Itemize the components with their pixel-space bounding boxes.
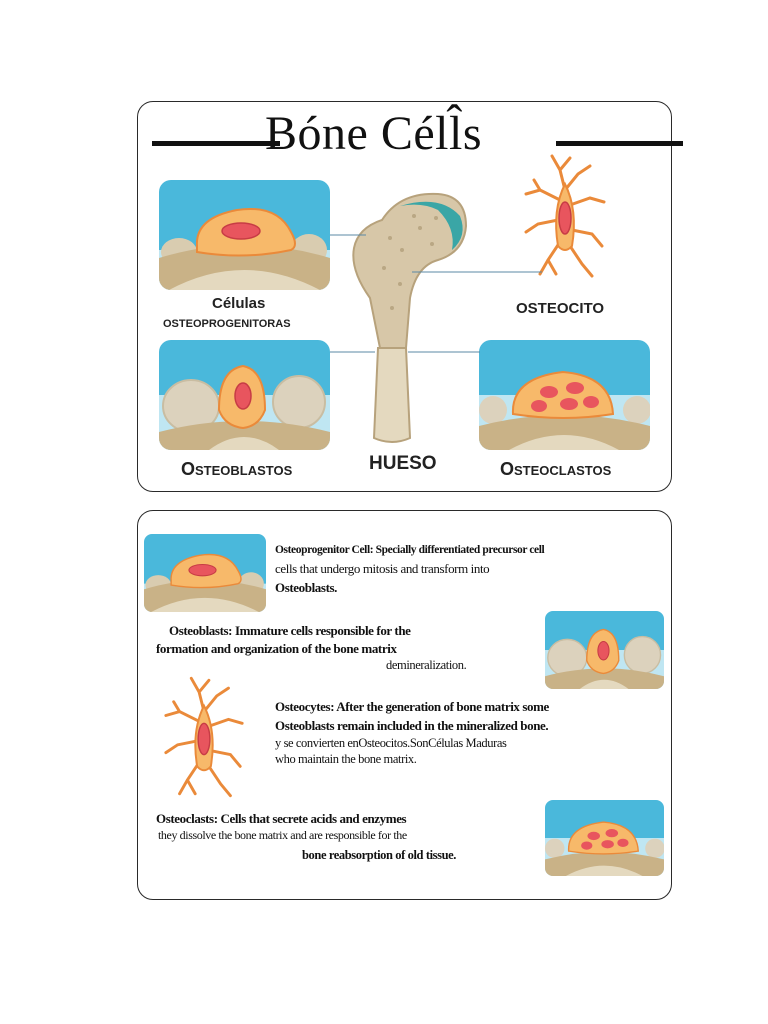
osteoblast-thumbnail (545, 611, 664, 689)
osteoblast-desc-line2: formation and organization of the bone m… (156, 641, 397, 656)
label-osteoclasts: Osteoclastos (500, 459, 612, 479)
osteoclast-illustration (479, 340, 650, 450)
osteoblast-desc-line1: Osteoblasts: Immature cells responsible … (169, 623, 411, 638)
label-progenitor-line1: Células (212, 295, 266, 312)
label-bone: HUESO (369, 453, 437, 474)
osteocyte-desc-line4: who maintain the bone matrix. (275, 752, 417, 766)
progenitor-desc-line3: Osteoblasts. (275, 580, 338, 595)
osteoblast-illustration (159, 340, 330, 450)
osteoprogenitor-illustration (159, 180, 330, 290)
osteoclast-desc-line2: they dissolve the bone matrix and are re… (158, 828, 407, 842)
label-osteocyte: OSTEOCITO (516, 300, 605, 317)
osteoclast-desc-line1: Osteoclasts: Cells that secrete acids an… (156, 811, 407, 826)
title-dash-right (556, 141, 683, 146)
osteoclast-thumbnail (545, 800, 664, 876)
osteoclast-desc-line3: bone reabsorption of old tissue. (302, 848, 457, 862)
bone-illustration (340, 188, 470, 446)
progenitor-desc-line2: cells that undergo mitosis and transform… (275, 561, 490, 576)
osteoblast-desc-line3: demineralization. (386, 658, 467, 672)
osteocyte-illustration (520, 150, 610, 282)
osteocyte-desc-line2: Osteoblasts remain included in the miner… (275, 718, 549, 733)
label-progenitor-line2: osteoprogenitoras (163, 314, 291, 331)
osteocyte-desc-line3: y se convierten enOsteocitos.SonCélulas … (275, 736, 507, 750)
progenitor-desc-line1: Osteoprogenitor Cell: Specially differen… (275, 544, 545, 556)
osteocyte-thumbnail (160, 670, 248, 804)
page-title: Bóne Céll̂s (265, 107, 482, 160)
title-dash-left (152, 141, 280, 146)
osteoprogenitor-thumbnail (144, 534, 266, 612)
osteocyte-desc-line1: Osteocytes: After the generation of bone… (275, 699, 549, 714)
label-osteoblasts: Osteoblastos (181, 459, 293, 479)
